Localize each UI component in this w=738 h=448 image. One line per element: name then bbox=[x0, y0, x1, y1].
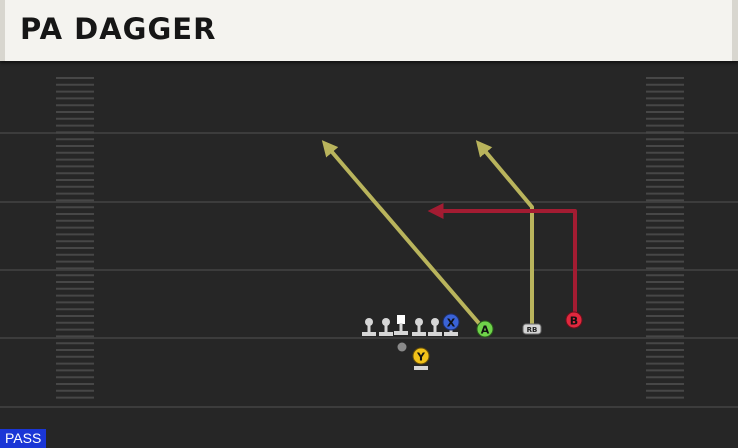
lineman-icon bbox=[379, 318, 393, 336]
quarterback bbox=[397, 342, 407, 352]
route-rb bbox=[475, 140, 534, 329]
player-y[interactable]: Y bbox=[412, 347, 430, 370]
lineman-icon bbox=[362, 318, 376, 336]
player-rb-label: RB bbox=[527, 326, 538, 334]
title-bar: PA DAGGER bbox=[0, 0, 738, 61]
hash-marks bbox=[56, 77, 684, 399]
playbook-field: X A B Y RB bbox=[0, 61, 738, 448]
player-b[interactable]: B bbox=[565, 311, 583, 329]
route-b bbox=[427, 203, 577, 320]
player-b-label: B bbox=[570, 315, 578, 328]
center-icon bbox=[394, 315, 408, 335]
play-title: PA DAGGER bbox=[20, 12, 217, 46]
play-type-badge: PASS bbox=[0, 429, 47, 448]
player-y-label: Y bbox=[416, 351, 426, 364]
yard-lines bbox=[0, 132, 738, 408]
player-x-label: X bbox=[447, 317, 456, 330]
route-a bbox=[321, 140, 485, 330]
player-rb[interactable]: RB bbox=[522, 323, 542, 335]
offensive-line bbox=[362, 315, 458, 336]
qb-icon bbox=[397, 342, 407, 352]
player-x[interactable]: X bbox=[442, 313, 460, 331]
lineman-icon bbox=[412, 318, 426, 336]
lineman-icon bbox=[428, 318, 442, 336]
player-a[interactable]: A bbox=[476, 320, 494, 338]
player-a-label: A bbox=[481, 324, 490, 337]
